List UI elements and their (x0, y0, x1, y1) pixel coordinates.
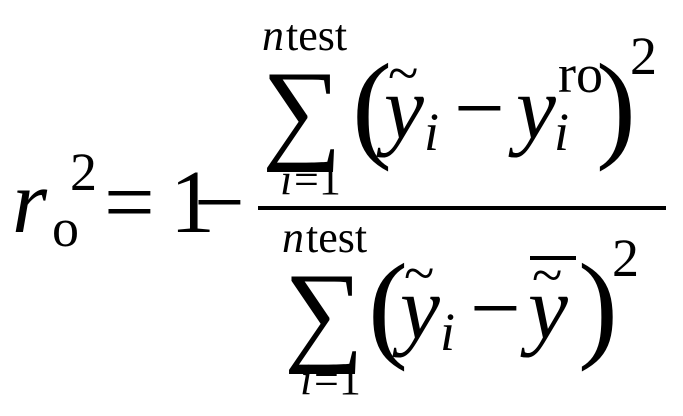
denominator-upper-limit-n: n (282, 213, 304, 262)
lhs-exponent: 2 (70, 142, 97, 202)
numerator-minus: − (454, 59, 505, 158)
denominator-paren-right: ) (578, 239, 618, 372)
numerator-sum-symbol: ∑ (262, 49, 342, 173)
numerator-lower-limit-i: i (280, 155, 292, 204)
one: 1 (170, 153, 215, 252)
numerator-exponent: 2 (630, 26, 657, 86)
numerator-y-tilde: y (376, 59, 424, 158)
denominator-lower-limit-i: i (300, 355, 312, 404)
numerator-paren-left: ( (352, 39, 392, 172)
numerator-y-ro-subscript: i (554, 102, 569, 162)
numerator-y-tilde-subscript: i (424, 102, 439, 162)
denominator: n test ∑ i =1 ( ~ y i − ~ y ) 2 (282, 213, 639, 404)
numerator-paren-right: ) (596, 39, 636, 172)
numerator-tilde: ~ (388, 43, 418, 105)
denominator-tilde: ~ (404, 243, 434, 305)
numerator-lower-limit-eq: =1 (294, 155, 341, 204)
denominator-lower-limit-eq: =1 (314, 355, 361, 404)
denominator-y-tilde: y (392, 259, 440, 358)
denominator-exponent: 2 (612, 228, 639, 288)
numerator-y-ro-superscript: ro (558, 44, 603, 104)
denominator-paren-left: ( (368, 239, 408, 372)
equals-sign: = (104, 153, 155, 252)
denominator-mean-tilde: ~ (532, 245, 562, 307)
numerator-upper-limit-test: test (286, 11, 347, 60)
denominator-upper-limit-test: test (306, 213, 367, 262)
denominator-sum-symbol: ∑ (284, 251, 364, 375)
denominator-y-mean: y (520, 259, 568, 358)
denominator-y-tilde-subscript: i (440, 302, 455, 362)
numerator-upper-limit-n: n (262, 11, 284, 60)
lhs-subscript-o: o (52, 198, 79, 258)
lhs-r: r (12, 153, 48, 252)
denominator-minus: − (470, 259, 521, 358)
numerator-y-ro: y (508, 59, 556, 158)
minus-sign: − (194, 153, 245, 252)
numerator: n test ∑ i =1 ( ~ y i − y i ro ) 2 (262, 11, 657, 204)
